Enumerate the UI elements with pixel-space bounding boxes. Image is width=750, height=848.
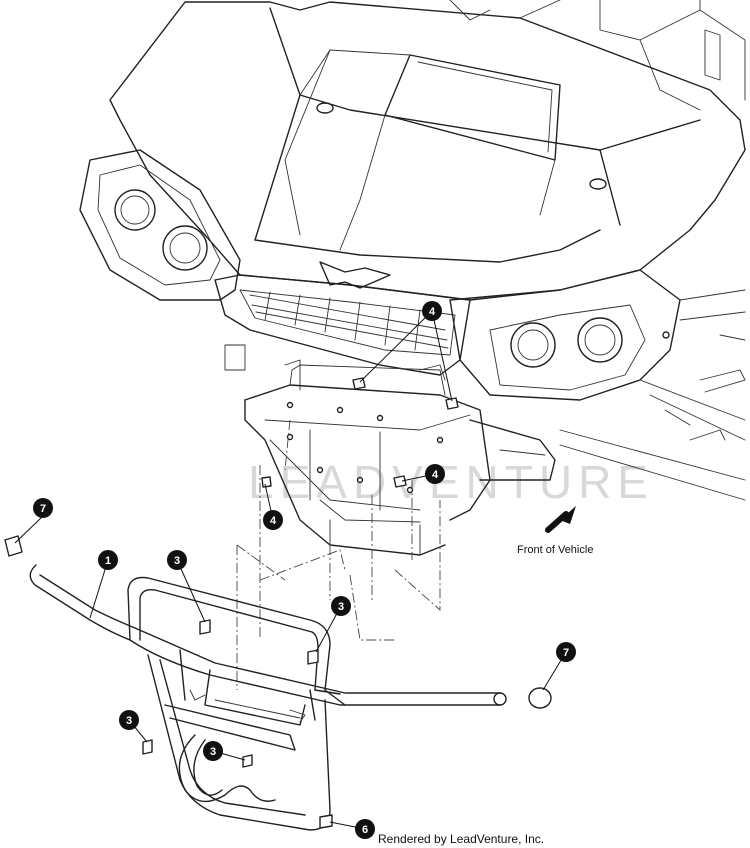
callout-3b: 3	[331, 596, 351, 616]
callout-7b: 7	[556, 642, 576, 662]
front-of-vehicle-label: Front of Vehicle	[517, 544, 593, 556]
front-mount-bracket	[224, 344, 556, 556]
callout-4c: 4	[263, 510, 283, 530]
footer-credit: Rendered by LeadVenture, Inc.	[378, 832, 545, 846]
callout-3a: 3	[167, 550, 187, 570]
callout-4b: 4	[425, 464, 445, 484]
alignment-lines	[236, 419, 441, 690]
left-headlight	[79, 149, 241, 301]
svg-text:6: 6	[362, 824, 368, 836]
leader-lines	[14, 310, 567, 830]
callout-3c: 3	[119, 710, 139, 730]
callout-6: 6	[355, 819, 375, 839]
svg-text:7: 7	[40, 503, 46, 515]
svg-text:3: 3	[174, 555, 180, 567]
vehicle-hood	[109, 0, 746, 301]
svg-text:3: 3	[126, 715, 132, 727]
callout-4a: 4	[422, 301, 442, 321]
svg-text:4: 4	[432, 469, 439, 481]
watermark-text: LEADVENTURE	[248, 456, 654, 508]
callout-3d: 3	[203, 741, 223, 761]
front-bumper	[4, 535, 552, 831]
emblem	[319, 261, 391, 289]
svg-text:3: 3	[210, 746, 216, 758]
svg-text:4: 4	[429, 306, 436, 318]
callout-7a: 7	[33, 498, 53, 518]
svg-text:3: 3	[338, 601, 344, 613]
frame-rails	[559, 289, 746, 501]
front-of-vehicle-arrow-icon	[545, 506, 576, 533]
svg-text:7: 7	[563, 647, 569, 659]
svg-text:1: 1	[105, 555, 111, 567]
right-headlight	[449, 269, 681, 401]
callout-1: 1	[98, 550, 118, 570]
svg-text:4: 4	[270, 515, 277, 527]
front-grille	[214, 261, 471, 376]
